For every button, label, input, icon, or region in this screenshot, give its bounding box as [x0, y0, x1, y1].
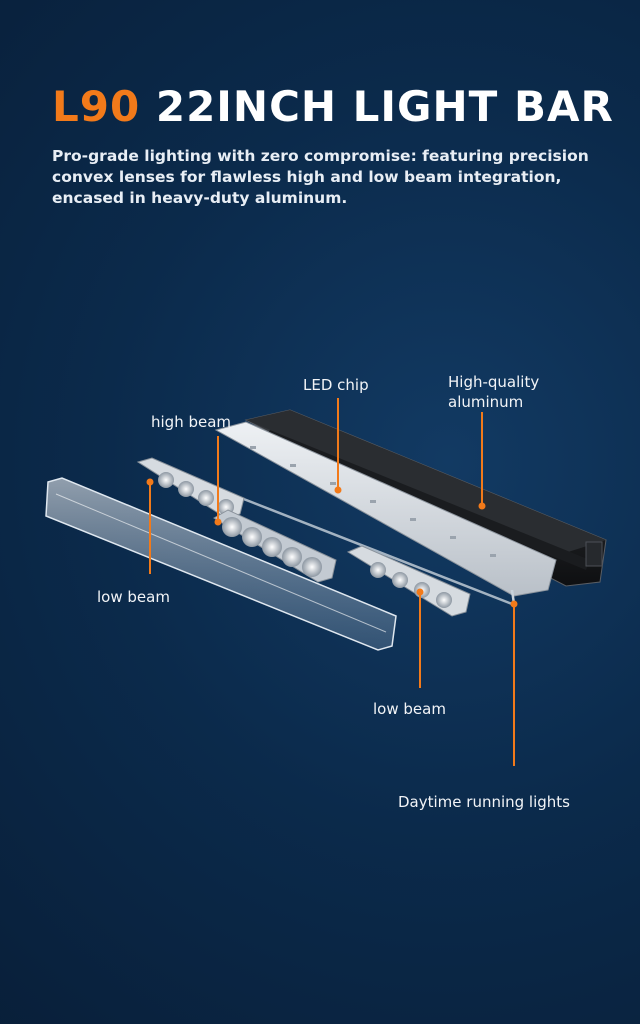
front-lens-cover [45, 477, 397, 651]
model-name: L90 [52, 82, 141, 131]
callout-led-chip: LED chip [303, 376, 369, 394]
page-title: L90 22INCH LIGHT BAR [52, 82, 614, 131]
callout-leader-lines [146, 398, 518, 766]
callout-low-beam-left: low beam [97, 588, 170, 606]
product-description: Pro-grade lighting with zero compromise:… [52, 147, 589, 207]
low-beam-module-left [136, 457, 245, 519]
callout-aluminum-line2: aluminum [448, 393, 524, 411]
callout-aluminum-line1: High-quality [448, 373, 540, 391]
led-pcb-board [214, 421, 557, 597]
high-beam-lens-module [213, 509, 337, 583]
callout-high-beam: high beam [151, 413, 232, 431]
callout-daytime-running-lights: Daytime running lights [398, 793, 570, 811]
callout-aluminum: High-quality aluminum [448, 372, 578, 412]
callout-low-beam-right: low beam [373, 700, 446, 718]
product-title: 22INCH LIGHT BAR [155, 82, 614, 131]
